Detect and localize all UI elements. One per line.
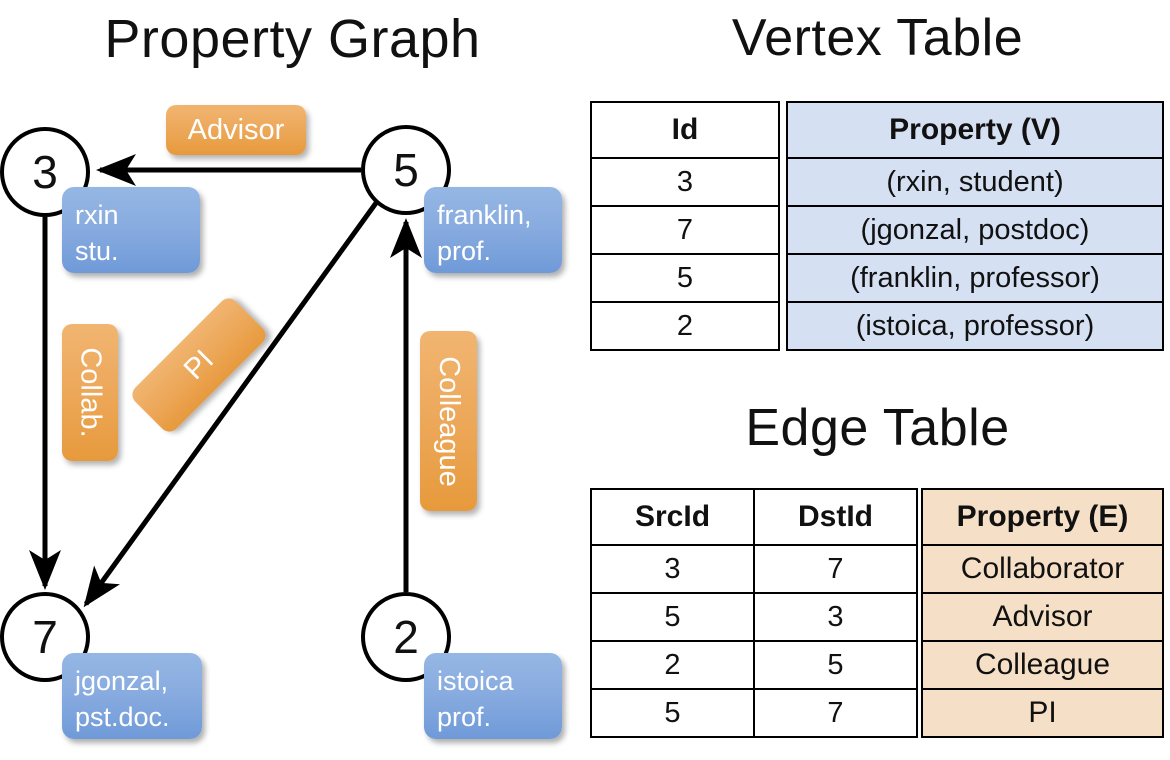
vertex-table-property-column: Property (V) (rxin, student) (jgonzal, p… — [786, 101, 1164, 351]
table-row: (istoica, professor) — [786, 301, 1164, 351]
edge-table-header-row: SrcId DstId — [590, 488, 918, 546]
edge-property-cell: Collaborator — [921, 544, 1164, 594]
vertex-property-cell: (jgonzal, postdoc) — [786, 205, 1164, 255]
table-row: (franklin, professor) — [786, 253, 1164, 303]
edge-dst-cell: 5 — [753, 640, 918, 690]
table-row: 2 5 — [590, 640, 918, 690]
table-row: 7 — [590, 205, 780, 255]
node-7-property-line2: pst.doc. — [75, 702, 170, 733]
table-row: 5 7 — [590, 688, 918, 738]
graph-edges — [29, 154, 422, 608]
table-row: 3 — [590, 157, 780, 207]
node-2-property-box: istoica prof. — [424, 653, 562, 739]
table-row: (jgonzal, postdoc) — [786, 205, 1164, 255]
table-row: Advisor — [921, 592, 1164, 642]
node-2-property-line1: istoica — [437, 666, 514, 696]
node-7-property-line1: jgonzal, — [75, 666, 169, 696]
edge-src-cell: 5 — [590, 688, 755, 738]
edge-label-collab: Collab. — [62, 324, 118, 461]
edge-table-header-property: Property (E) — [921, 488, 1164, 546]
edge-table-header-row: Property (E) — [921, 488, 1164, 546]
node-2-property-line2: prof. — [437, 702, 492, 733]
edge-label-colleague: Colleague — [420, 331, 477, 511]
vertex-property-cell: (istoica, professor) — [786, 301, 1164, 351]
edge-label-advisor-text: Advisor — [187, 113, 285, 146]
edge-dst-cell: 7 — [753, 688, 918, 738]
node-3-property-line2: stu. — [75, 236, 119, 267]
edge-src-cell: 5 — [590, 592, 755, 642]
table-row: Colleague — [921, 640, 1164, 690]
edge-property-cell: PI — [921, 688, 1164, 738]
vertex-property-cell: (franklin, professor) — [786, 253, 1164, 303]
table-row: PI — [921, 688, 1164, 738]
vertex-id-cell: 7 — [590, 205, 780, 255]
edge-property-cell: Colleague — [921, 640, 1164, 690]
edge-src-cell: 2 — [590, 640, 755, 690]
edge-src-cell: 3 — [590, 544, 755, 594]
table-row: Collaborator — [921, 544, 1164, 594]
edge-table-property-column: Property (E) Collaborator Advisor Collea… — [921, 488, 1164, 738]
edge-label-pi-text: PI — [177, 343, 220, 386]
edge-table-header-dstid: DstId — [753, 488, 918, 546]
vertex-table-header-row: Id — [590, 101, 780, 159]
edge-label-collab-text: Collab. — [74, 347, 107, 438]
vertex-id-cell: 3 — [590, 157, 780, 207]
node-3-property-box: rxin stu. — [62, 187, 200, 273]
page-title-edge-table: Edge Table — [745, 399, 1010, 457]
node-5-property-box: franklin, prof. — [424, 187, 562, 273]
edge-label-colleague-text: Colleague — [433, 355, 466, 487]
node-5-property-line2: prof. — [437, 236, 492, 267]
edge-table-id-columns: SrcId DstId 3 7 5 3 2 5 5 7 — [590, 488, 918, 738]
vertex-table-header-id: Id — [590, 101, 780, 159]
graph-node-2[interactable]: 2 — [361, 592, 451, 682]
table-row: 5 3 — [590, 592, 918, 642]
edge-property-cell: Advisor — [921, 592, 1164, 642]
vertex-table-header-row: Property (V) — [786, 101, 1164, 159]
table-row: 5 — [590, 253, 780, 303]
vertex-property-cell: (rxin, student) — [786, 157, 1164, 207]
node-3-property-line1: rxin — [75, 200, 119, 230]
graph-node-5[interactable]: 5 — [361, 125, 451, 215]
edge-table-header-srcid: SrcId — [590, 488, 755, 546]
vertex-table-header-property: Property (V) — [786, 101, 1164, 159]
node-5-property-line1: franklin, — [437, 200, 532, 230]
page-title-property-graph: Property Graph — [104, 9, 481, 69]
edge-dst-cell: 3 — [753, 592, 918, 642]
edge-dst-cell: 7 — [753, 544, 918, 594]
vertex-id-cell: 5 — [590, 253, 780, 303]
edge-5-to-7-pi — [83, 201, 379, 608]
page-title-vertex-table: Vertex Table — [731, 9, 1024, 67]
table-row: 2 — [590, 301, 780, 351]
vertex-table-id-column: Id 3 7 5 2 — [590, 101, 780, 351]
node-7-property-box: jgonzal, pst.doc. — [62, 653, 202, 739]
edge-label-advisor: Advisor — [166, 105, 306, 155]
vertex-id-cell: 2 — [590, 301, 780, 351]
table-row: (rxin, student) — [786, 157, 1164, 207]
table-row: 3 7 — [590, 544, 918, 594]
